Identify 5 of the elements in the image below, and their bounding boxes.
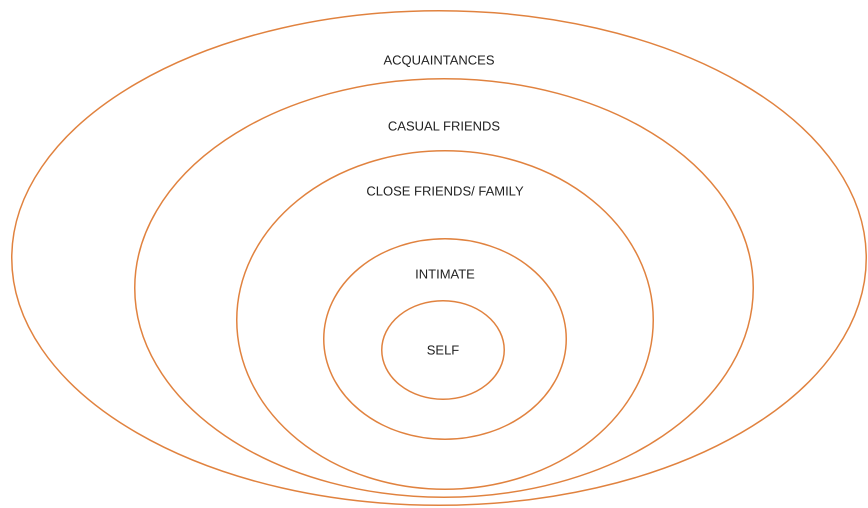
ring-label: CLOSE FRIENDS/ FAMILY	[366, 184, 524, 198]
ring-label: CASUAL FRIENDS	[388, 118, 500, 134]
ring-label: SELF	[426, 342, 460, 358]
ring-label: INTIMATE	[415, 266, 475, 282]
ring-label: ACQUAINTANCES	[384, 52, 494, 68]
